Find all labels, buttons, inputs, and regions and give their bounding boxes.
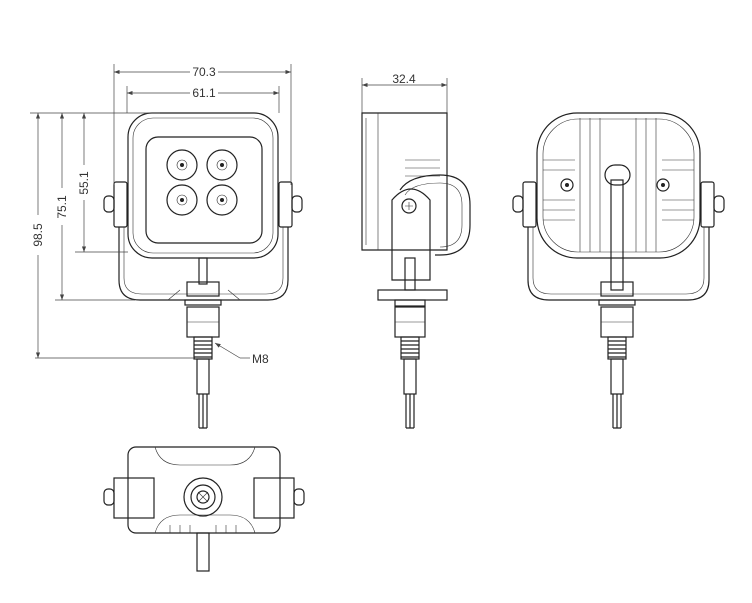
front-view — [103, 112, 303, 429]
dim-overall-height: 98.5 — [31, 223, 45, 247]
housing-outline — [127, 112, 279, 259]
dim-lens-width: 61.1 — [192, 86, 216, 100]
bottom-view — [103, 446, 305, 572]
dim-depth: 32.4 — [392, 72, 416, 86]
lens-grid — [145, 136, 263, 244]
knob-icon — [103, 195, 115, 213]
led-array — [166, 149, 238, 216]
rear-view — [512, 112, 725, 429]
connector-outer — [183, 477, 223, 517]
thread — [193, 336, 213, 360]
dim-housing-height: 55.1 — [77, 171, 91, 195]
dim-overall-width: 70.3 — [192, 65, 216, 79]
dim-bracket-height: 75.1 — [55, 195, 69, 219]
dim-thread: M8 — [252, 352, 269, 366]
front-dimensions: 70.3 61.1 98.5 75.1 55.1 M8 — [30, 64, 292, 366]
side-view: 32.4 — [361, 72, 471, 429]
